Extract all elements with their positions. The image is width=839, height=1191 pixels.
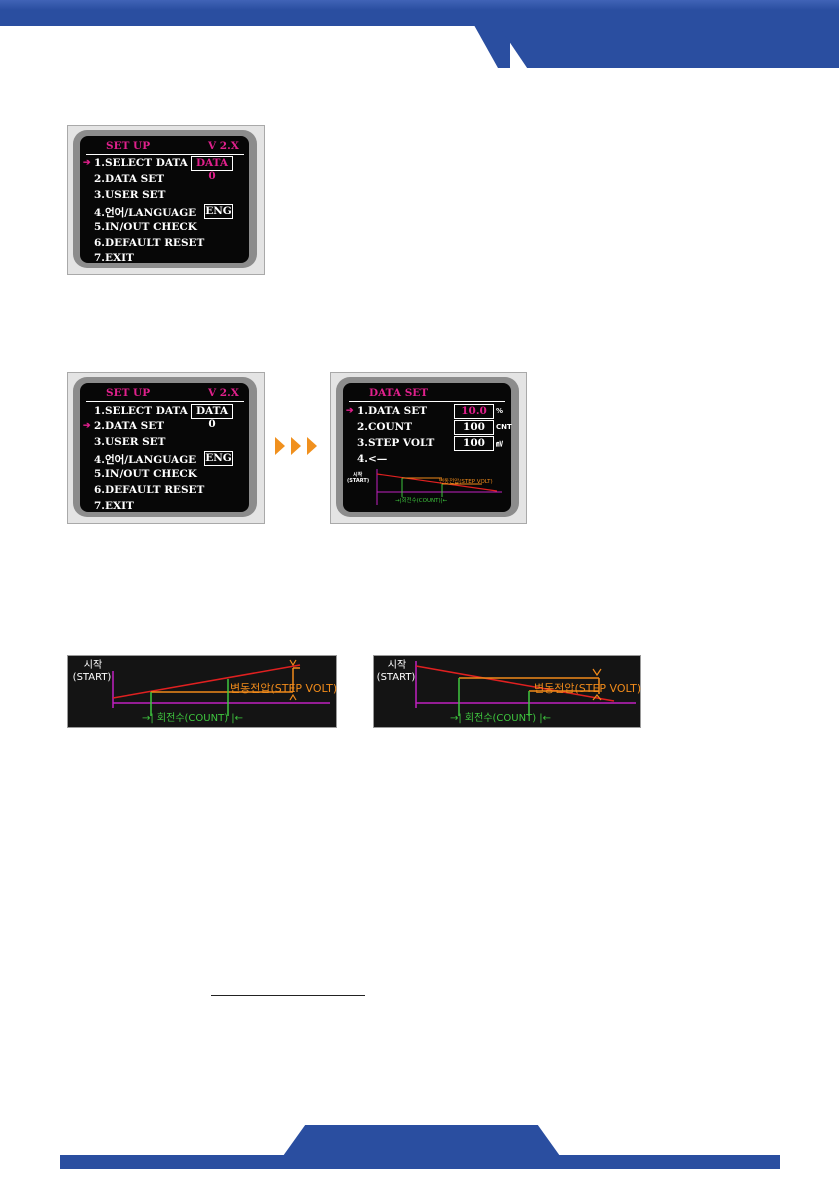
- step-volt-value[interactable]: 100: [454, 436, 494, 451]
- menu-item-language[interactable]: 4.언어/LANGUAGE: [94, 454, 197, 466]
- menu-cursor: ➔: [346, 406, 354, 416]
- count-label: →| 회전수(COUNT) |←: [450, 713, 552, 724]
- menu-item-select-data[interactable]: 1.SELECT DATA: [94, 157, 188, 169]
- start-label-en: (START): [376, 672, 416, 683]
- mini-step-graph: [376, 469, 502, 505]
- setup-version: V 2.X: [208, 387, 239, 399]
- count-unit: CNT: [496, 423, 512, 431]
- footer-bar: [60, 1155, 780, 1169]
- footer-tab: [283, 1125, 560, 1156]
- menu-item-data-set[interactable]: 2.DATA SET: [94, 420, 165, 432]
- select-data-value[interactable]: DATA 0: [191, 404, 233, 430]
- setup-version: V 2.X: [208, 140, 239, 152]
- menu-item-in-out-check[interactable]: 5.IN/OUT CHECK: [94, 468, 197, 480]
- step-graph-increase: 시작 (START) 변동전압(STEP VOLT) →| 회전수(COUNT)…: [67, 655, 337, 728]
- menu-item-data-set[interactable]: 2.DATA SET: [94, 173, 165, 185]
- data-set-screen: DATA SET ➔ 1.DATA SET 10.0 % 2.COUNT 100…: [343, 383, 512, 512]
- menu-item-user-set[interactable]: 3.USER SET: [94, 436, 166, 448]
- step-graph-decrease: 시작 (START) 변동전압(STEP VOLT) →| 회전수(COUNT)…: [373, 655, 641, 728]
- count-label: →| 회전수(COUNT) |←: [142, 713, 244, 724]
- next-arrow-icon: [307, 437, 317, 455]
- mini-start-label-en: (START): [347, 478, 370, 484]
- setup-screen-1: SET UP V 2.X ➔ 1.SELECT DATA DATA 0 2.DA…: [80, 136, 249, 264]
- select-data-value[interactable]: DATA 0: [191, 156, 233, 182]
- text-underline: [211, 995, 365, 996]
- percent-unit: %: [496, 407, 504, 415]
- menu-item-exit[interactable]: 7.EXIT: [94, 252, 134, 264]
- menu-item-language[interactable]: 4.언어/LANGUAGE: [94, 207, 197, 219]
- menu-item-step-volt[interactable]: 3.STEP VOLT: [357, 437, 435, 449]
- language-value[interactable]: ENG: [204, 204, 233, 219]
- mini-start-label: 시작: [353, 472, 363, 478]
- menu-item-in-out-check[interactable]: 5.IN/OUT CHECK: [94, 221, 197, 233]
- menu-item-select-data[interactable]: 1.SELECT DATA: [94, 405, 188, 417]
- mini-count-label: →|회전수(COUNT)|←: [395, 498, 448, 504]
- menu-cursor: ➔: [83, 158, 91, 168]
- language-value[interactable]: ENG: [204, 451, 233, 466]
- start-label: 시작: [83, 660, 103, 671]
- count-value[interactable]: 100: [454, 420, 494, 435]
- data-set-value[interactable]: 10.0: [454, 404, 494, 419]
- data-set-title: DATA SET: [369, 387, 429, 399]
- start-label-en: (START): [72, 672, 112, 683]
- menu-item-exit[interactable]: 7.EXIT: [94, 500, 134, 512]
- header-gloss: [0, 0, 839, 10]
- next-arrow-icon: [275, 437, 285, 455]
- start-label: 시작: [387, 660, 407, 671]
- menu-item-default-reset[interactable]: 6.DEFAULT RESET: [94, 237, 205, 249]
- menu-item-default-reset[interactable]: 6.DEFAULT RESET: [94, 484, 205, 496]
- decrease-graph-lines: [415, 661, 636, 716]
- next-arrow-icon: [291, 437, 301, 455]
- menu-item-data-set[interactable]: 1.DATA SET: [357, 405, 428, 417]
- mini-step-label: 변동전압(STEP VOLT): [439, 479, 493, 485]
- title-rule: [349, 401, 505, 402]
- setup-title: SET UP: [106, 140, 151, 152]
- data-set-monitor: DATA SET ➔ 1.DATA SET 10.0 % 2.COUNT 100…: [330, 372, 527, 524]
- menu-item-back[interactable]: 4.<—: [357, 453, 388, 465]
- step-volt-label: 변동전압(STEP VOLT): [230, 682, 338, 695]
- mv-unit: ㎷: [496, 440, 503, 448]
- menu-item-user-set[interactable]: 3.USER SET: [94, 189, 166, 201]
- setup-monitor-2: SET UP V 2.X 1.SELECT DATA DATA 0 ➔ 2.DA…: [67, 372, 265, 524]
- title-rule: [86, 401, 244, 402]
- step-volt-label: 변동전압(STEP VOLT): [534, 682, 642, 695]
- setup-screen-2: SET UP V 2.X 1.SELECT DATA DATA 0 ➔ 2.DA…: [80, 383, 249, 512]
- header-tab: [500, 18, 839, 68]
- setup-title: SET UP: [106, 387, 151, 399]
- menu-item-count[interactable]: 2.COUNT: [357, 421, 413, 433]
- title-rule: [86, 154, 244, 155]
- menu-cursor: ➔: [83, 421, 91, 431]
- setup-monitor-1: SET UP V 2.X ➔ 1.SELECT DATA DATA 0 2.DA…: [67, 125, 265, 275]
- increase-graph-lines: [112, 659, 330, 716]
